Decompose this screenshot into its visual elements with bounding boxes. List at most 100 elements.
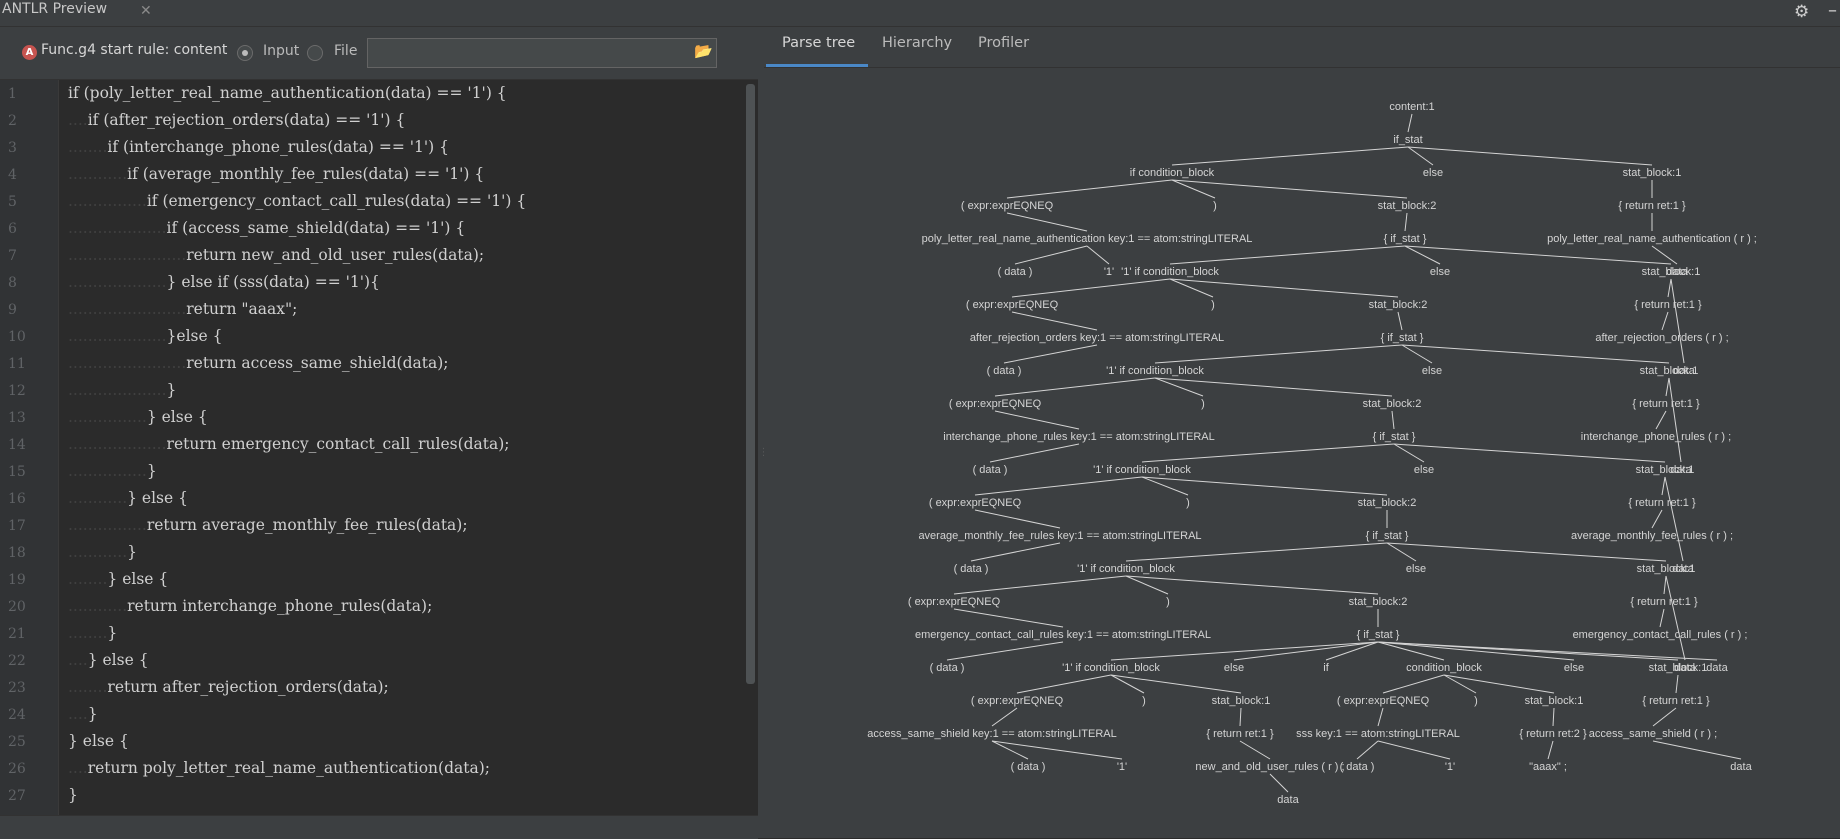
code-line[interactable]: ............} else { — [68, 489, 188, 507]
code-line[interactable]: ........if (interchange_phone_rules(data… — [68, 138, 449, 156]
code-line[interactable]: ....return poly_letter_real_name_authent… — [68, 759, 490, 777]
tab-parse-tree[interactable]: Parse tree — [782, 35, 856, 51]
code-line[interactable]: } else { — [68, 732, 129, 750]
code-line[interactable]: } — [68, 786, 78, 804]
input-radio-label[interactable]: Input — [263, 43, 300, 59]
tree-node[interactable]: access_same_shield ( r ) ; — [1589, 728, 1717, 740]
tree-node[interactable]: '1' if condition_block — [1062, 662, 1160, 674]
tree-node[interactable]: { if_stat } — [1366, 530, 1409, 542]
tree-node[interactable]: stat_block:1 — [1525, 695, 1584, 707]
tree-node[interactable]: data — [1670, 464, 1692, 476]
tree-node[interactable]: data — [1666, 266, 1688, 278]
tree-node[interactable]: stat_block:1 — [1642, 266, 1701, 278]
editor-scrollbar[interactable] — [746, 84, 755, 684]
tree-node[interactable]: { return ret:1 } — [1206, 728, 1274, 740]
tree-node[interactable]: ( expr:exprEQNEQ — [949, 398, 1042, 410]
code-line[interactable]: ....................return emergency_con… — [68, 435, 510, 453]
tree-node[interactable]: { return ret:1 } — [1634, 299, 1702, 311]
tree-node[interactable]: new_and_old_user_rules ( r ) ; — [1195, 761, 1344, 773]
code-line[interactable]: ................} else { — [68, 408, 208, 426]
tree-node[interactable]: interchange_phone_rules ( r ) ; — [1581, 431, 1731, 443]
code-line[interactable]: ................if (emergency_contact_ca… — [68, 192, 526, 210]
close-tab-icon[interactable]: ✕ — [140, 3, 152, 19]
tree-node[interactable]: average_monthly_fee_rules ( r ) ; — [1571, 530, 1733, 542]
tree-node[interactable]: if condition_block — [1130, 167, 1215, 179]
code-line[interactable]: ........................return access_sa… — [68, 354, 449, 372]
tree-node[interactable]: data — [1277, 794, 1299, 806]
minimize-icon[interactable]: – — [1828, 0, 1837, 21]
start-rule-label[interactable]: Func.g4 start rule: content — [41, 42, 228, 58]
tree-node[interactable]: stat_block:1 — [1636, 464, 1695, 476]
tree-node[interactable]: ( data ) — [954, 563, 989, 575]
tree-node[interactable]: ( data ) — [973, 464, 1008, 476]
tree-node[interactable]: ( expr:exprEQNEQ — [929, 497, 1022, 509]
code-line[interactable]: ........} — [68, 624, 117, 642]
tree-node[interactable]: { if_stat } — [1384, 233, 1427, 245]
code-line[interactable]: ....} — [68, 705, 98, 723]
tree-node[interactable]: { if_stat } — [1373, 431, 1416, 443]
tree-node[interactable]: stat_block:1 — [1637, 563, 1696, 575]
code-line[interactable]: ........return after_rejection_orders(da… — [68, 678, 389, 696]
tree-node[interactable]: stat_block:2 — [1363, 398, 1422, 410]
code-line[interactable]: ............return interchange_phone_rul… — [68, 597, 432, 615]
tree-node[interactable]: ( data ) — [998, 266, 1033, 278]
tree-node[interactable]: '1' — [1445, 761, 1455, 773]
gear-icon[interactable]: ⚙ — [1794, 2, 1810, 22]
tree-node[interactable]: data — [1673, 365, 1695, 377]
tree-node[interactable]: ) — [1211, 299, 1215, 311]
tree-node[interactable]: ( data ) — [1011, 761, 1046, 773]
tree-node[interactable]: { return ret:1 } — [1630, 596, 1698, 608]
tree-node[interactable]: ( expr:exprEQNEQ — [961, 200, 1054, 212]
code-line[interactable]: ....if (after_rejection_orders(data) == … — [68, 111, 405, 129]
tree-node[interactable]: stat_block:2 — [1378, 200, 1437, 212]
tree-node[interactable]: { return ret:2 } — [1519, 728, 1587, 740]
folder-icon[interactable]: 📂 — [694, 42, 713, 60]
tree-node[interactable]: '1' — [1104, 266, 1114, 278]
tree-node[interactable]: content:1 — [1389, 101, 1434, 113]
tree-node[interactable]: ) — [1201, 398, 1205, 410]
tree-node[interactable]: '1' if condition_block — [1106, 365, 1204, 377]
tree-node[interactable]: data — [1674, 662, 1696, 674]
tree-node[interactable]: { return ret:1 } — [1642, 695, 1710, 707]
tree-node[interactable]: average_monthly_fee_rules key:1 == atom:… — [918, 530, 1201, 542]
code-line[interactable]: ............if (average_monthly_fee_rule… — [68, 165, 484, 183]
tree-node[interactable]: else — [1423, 167, 1443, 179]
tree-node[interactable]: ( data ) — [987, 365, 1022, 377]
file-path-field[interactable]: 📂 — [367, 38, 717, 68]
tree-node[interactable]: after_rejection_orders key:1 == atom:str… — [970, 332, 1224, 344]
tree-node[interactable]: "aaax" ; — [1529, 761, 1567, 773]
tree-node[interactable]: stat_block:1 — [1649, 662, 1708, 674]
code-line[interactable]: ............} — [68, 543, 137, 561]
code-line[interactable]: ........................return "aaax"; — [68, 300, 297, 318]
tree-node[interactable]: stat_block:1 — [1623, 167, 1682, 179]
tree-node[interactable]: data — [1730, 761, 1752, 773]
tree-node[interactable]: { if_stat } — [1381, 332, 1424, 344]
tree-node[interactable]: ( data ) — [1340, 761, 1375, 773]
tree-node[interactable]: ) — [1474, 695, 1478, 707]
tree-node[interactable]: else — [1564, 662, 1584, 674]
tree-node[interactable]: ( expr:exprEQNEQ — [966, 299, 1059, 311]
tree-node[interactable]: data — [1672, 563, 1694, 575]
tree-node[interactable]: ( data ) — [930, 662, 965, 674]
tree-node[interactable]: { return ret:1 } — [1628, 497, 1696, 509]
input-radio[interactable] — [237, 45, 253, 61]
tree-node[interactable]: condition_block — [1406, 662, 1482, 674]
tree-node[interactable]: else — [1406, 563, 1426, 575]
tree-node[interactable]: sss key:1 == atom:stringLITERAL — [1296, 728, 1460, 740]
tree-node[interactable]: stat_block:2 — [1358, 497, 1417, 509]
code-line[interactable]: ........} else { — [68, 570, 168, 588]
code-line[interactable]: ................return average_monthly_f… — [68, 516, 468, 534]
code-line[interactable]: ................} — [68, 462, 157, 480]
tree-node[interactable]: emergency_contact_call_rules key:1 == at… — [915, 629, 1211, 641]
tree-node[interactable]: interchange_phone_rules key:1 == atom:st… — [943, 431, 1215, 443]
file-radio-label[interactable]: File — [334, 43, 358, 59]
tree-node[interactable]: else — [1224, 662, 1244, 674]
tree-node[interactable]: else — [1422, 365, 1442, 377]
code-line[interactable]: ....................} else if (sss(data)… — [68, 273, 380, 291]
code-line[interactable]: ....................} — [68, 381, 176, 399]
code-line[interactable]: ....} else { — [68, 651, 149, 669]
tree-node[interactable]: data — [1706, 662, 1728, 674]
tab-profiler[interactable]: Profiler — [978, 35, 1030, 51]
